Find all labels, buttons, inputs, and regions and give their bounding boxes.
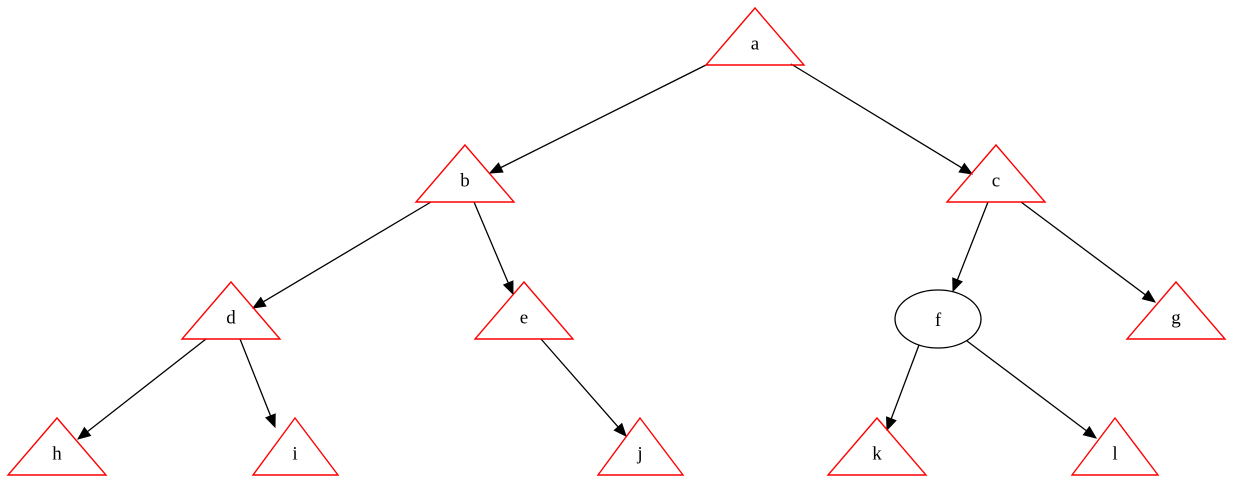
node-c[interactable]: c bbox=[945, 143, 1047, 203]
triangle-shape bbox=[6, 416, 108, 476]
edge-b-d bbox=[251, 201, 432, 309]
triangle-shape bbox=[596, 416, 685, 476]
nodes-layer: a b c d e f g h i j k l bbox=[6, 6, 1227, 476]
node-label: c bbox=[992, 171, 1000, 192]
node-label: e bbox=[520, 308, 528, 329]
edge-f-k bbox=[886, 344, 920, 432]
edge-f-l bbox=[966, 340, 1098, 439]
edge-line bbox=[890, 344, 920, 419]
triangle-shape bbox=[945, 143, 1047, 203]
node-e[interactable]: e bbox=[473, 280, 575, 340]
triangle-shape bbox=[251, 416, 340, 476]
node-label: l bbox=[1112, 444, 1117, 465]
node-label: g bbox=[1171, 308, 1181, 329]
node-k[interactable]: k bbox=[826, 416, 928, 476]
triangle-shape bbox=[414, 143, 516, 203]
node-g[interactable]: g bbox=[1125, 280, 1227, 340]
triangle-shape bbox=[704, 6, 806, 66]
arrowhead-icon bbox=[1082, 425, 1098, 439]
arrowhead-icon bbox=[76, 426, 92, 440]
arrowhead-icon bbox=[502, 280, 514, 296]
edge-line bbox=[239, 338, 272, 417]
node-l[interactable]: l bbox=[1070, 416, 1160, 476]
edge-c-f bbox=[952, 201, 989, 293]
edge-a-b bbox=[488, 63, 709, 174]
edge-line bbox=[540, 338, 619, 428]
arrowhead-icon bbox=[886, 416, 897, 432]
node-label: i bbox=[292, 444, 297, 465]
triangle-shape bbox=[473, 280, 575, 340]
arrowhead-icon bbox=[251, 296, 267, 309]
node-label: d bbox=[226, 308, 236, 329]
node-label: j bbox=[636, 444, 642, 465]
node-label: f bbox=[935, 310, 942, 331]
edge-b-e bbox=[473, 201, 514, 296]
triangle-shape bbox=[1125, 280, 1227, 340]
node-label: h bbox=[52, 444, 62, 465]
node-i[interactable]: i bbox=[251, 416, 340, 476]
edge-line bbox=[87, 338, 207, 433]
edges-layer bbox=[76, 63, 1157, 440]
edge-e-j bbox=[540, 338, 627, 437]
ellipse-shape bbox=[894, 289, 982, 349]
edge-line bbox=[966, 340, 1087, 432]
arrowhead-icon bbox=[265, 413, 276, 429]
edge-d-h bbox=[76, 338, 207, 440]
arrowhead-icon bbox=[958, 162, 974, 175]
edge-a-c bbox=[790, 63, 974, 175]
node-f[interactable]: f bbox=[894, 289, 982, 349]
edge-line bbox=[500, 63, 709, 169]
triangle-shape bbox=[180, 280, 282, 340]
triangle-shape bbox=[1070, 416, 1160, 476]
arrowhead-icon bbox=[488, 162, 504, 174]
node-b[interactable]: b bbox=[414, 143, 516, 203]
node-d[interactable]: d bbox=[180, 280, 282, 340]
arrowhead-icon bbox=[1141, 289, 1157, 303]
node-a[interactable]: a bbox=[704, 6, 806, 66]
edge-line bbox=[1020, 201, 1146, 296]
edge-line bbox=[473, 201, 509, 284]
node-label: b bbox=[460, 171, 470, 192]
edge-line bbox=[956, 201, 989, 281]
edge-d-i bbox=[239, 338, 276, 429]
triangle-shape bbox=[826, 416, 928, 476]
edge-line bbox=[790, 63, 963, 169]
edge-line bbox=[262, 201, 432, 303]
arrowhead-icon bbox=[613, 422, 627, 437]
node-label: a bbox=[751, 34, 760, 55]
node-j[interactable]: j bbox=[596, 416, 685, 476]
edge-c-g bbox=[1020, 201, 1157, 303]
arrowhead-icon bbox=[952, 277, 963, 293]
node-label: k bbox=[872, 444, 882, 465]
node-h[interactable]: h bbox=[6, 416, 108, 476]
